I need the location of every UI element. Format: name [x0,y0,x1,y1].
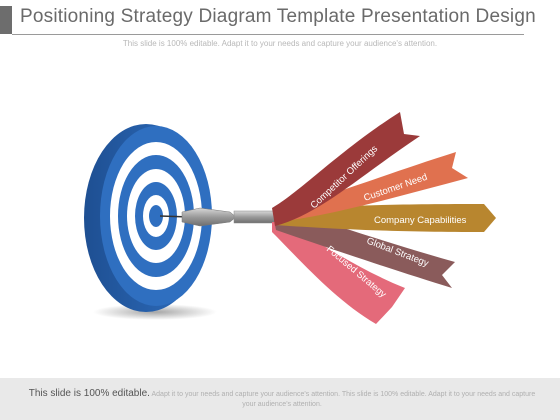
target-icon [100,126,212,306]
slide-title: Positioning Strategy Diagram Template Pr… [20,6,536,27]
footer-text: This slide is 100% editable. Adapt it to… [22,389,542,410]
ribbon-focused-strategy [272,222,405,324]
footer-rest: Adapt it to your needs and capture your … [151,391,536,408]
footer: This slide is 100% editable. Adapt it to… [0,378,560,420]
title-bar: Positioning Strategy Diagram Template Pr… [0,0,560,40]
footer-lead: This slide is 100% editable. [28,388,150,399]
ribbon-competitor-offerings [272,112,420,226]
positioning-diagram: Competitor Offerings Customer Need Compa… [84,112,496,324]
title-accent-bar [0,6,12,34]
ribbon-customer-need [275,152,468,222]
title-divider [12,34,524,35]
slide-subtitle: This slide is 100% editable. Adapt it to… [122,39,438,48]
label-company-capabilities: Company Capabilities [374,215,467,226]
ribbon-global-strategy [274,214,455,288]
dart-icon [159,207,277,227]
target-shadow [93,304,217,320]
